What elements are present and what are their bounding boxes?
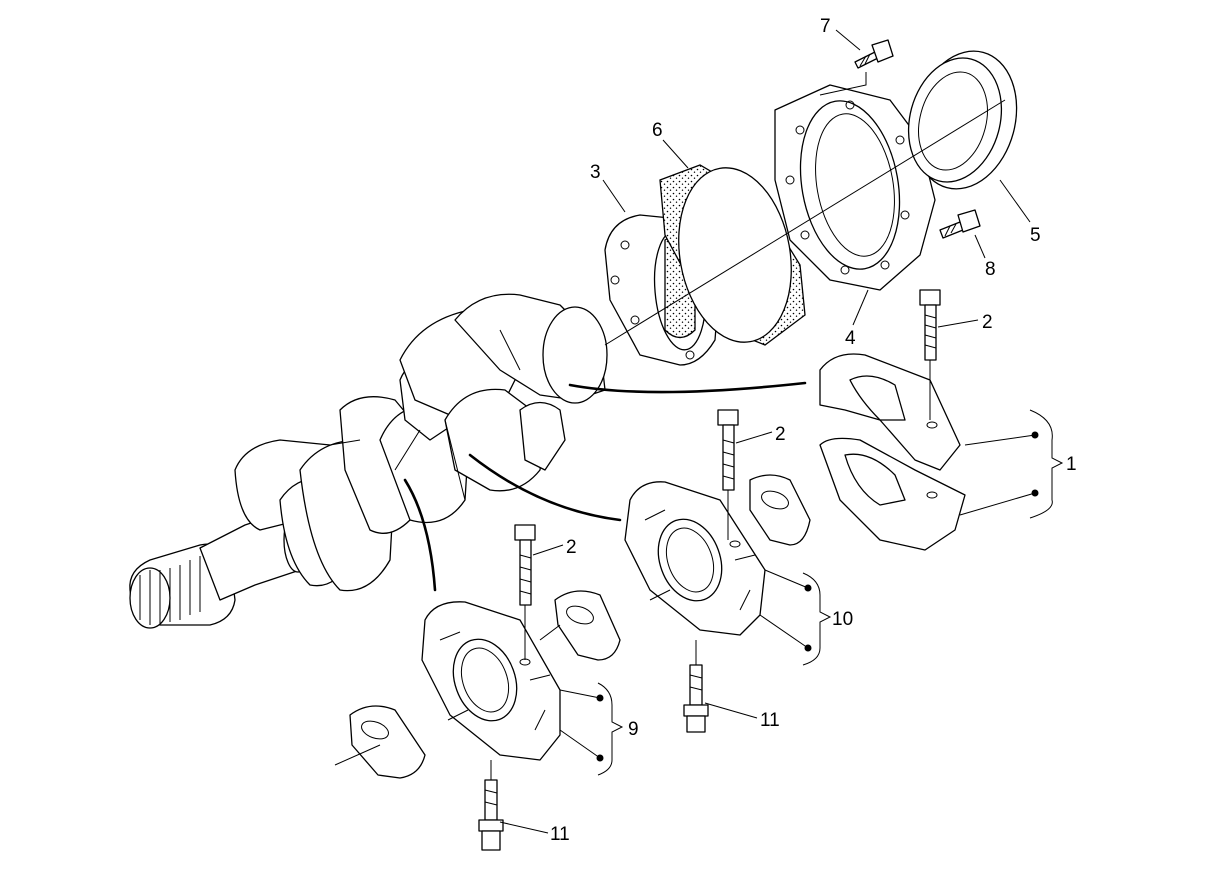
bearing-support-10: [624, 481, 766, 636]
callout-11-bottom: 11: [550, 824, 570, 845]
bolt-11-bottom: [478, 760, 504, 851]
main-bearing-1: [819, 353, 966, 551]
callout-11-middle: 11: [760, 710, 780, 731]
bolt-2-bottom: [514, 524, 536, 660]
seal-housing-4: [774, 84, 936, 291]
callout-7: 7: [820, 16, 831, 37]
bearing-shell-10: [749, 474, 811, 546]
bearing-support-9: [421, 601, 561, 761]
leader-curve-3: [403, 478, 437, 592]
callout-8: 8: [985, 259, 996, 280]
crankshaft: [129, 293, 608, 629]
bolt-7: [819, 39, 894, 96]
callout-4: 4: [845, 328, 856, 349]
bearing-shell-9-upper: [554, 590, 621, 661]
leaders: [499, 29, 1064, 834]
callout-2-middle: 2: [775, 424, 786, 445]
callout-2-top: 2: [982, 312, 993, 333]
bolt-8: [939, 209, 981, 239]
callout-6: 6: [652, 120, 663, 141]
callout-2-bottom: 2: [566, 537, 577, 558]
bolt-11-middle: [683, 640, 709, 733]
oil-seal-5: [907, 50, 1018, 190]
leader-curve-2: [468, 453, 622, 522]
bolt-2-middle: [717, 409, 739, 540]
callout-5: 5: [1030, 225, 1041, 246]
callout-1: 1: [1066, 454, 1077, 475]
bearing-shell-9-lower: [349, 705, 426, 779]
leader-curve-1: [568, 381, 807, 394]
gasket-6: [659, 164, 806, 346]
callout-10: 10: [832, 609, 853, 630]
callout-3: 3: [590, 162, 601, 183]
bracket-dots: [596, 431, 1039, 762]
bolt-2-top: [919, 289, 941, 420]
callout-9: 9: [628, 719, 639, 740]
